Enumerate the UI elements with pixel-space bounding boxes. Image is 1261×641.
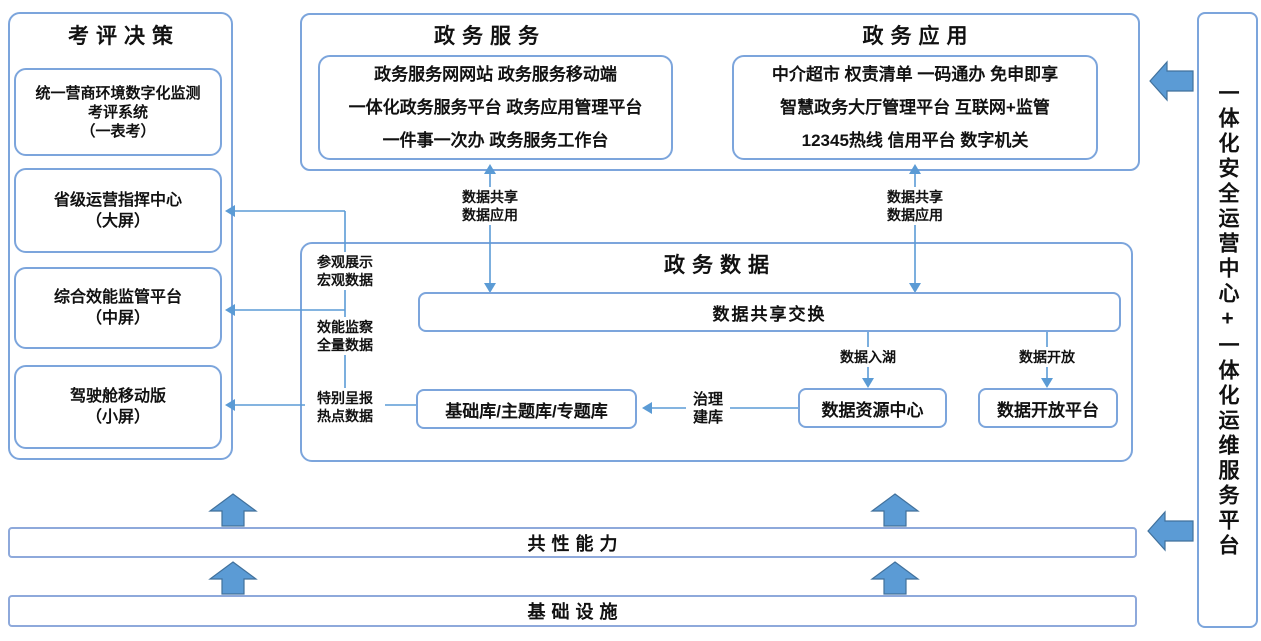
thick-left-arrow-middle bbox=[1147, 510, 1194, 552]
services-line2: 一体化政务服务平台 政务应用管理平台 bbox=[348, 98, 643, 117]
report-data-label: 特别呈报 热点数据 bbox=[305, 388, 385, 426]
services-line3: 一件事一次办 政务服务工作台 bbox=[382, 131, 609, 150]
services-title: 政务服务 bbox=[434, 25, 546, 48]
supervision-platform-box: 综合效能监管平台 （中屏） bbox=[14, 267, 222, 349]
applications-content-box: 中介超市 权责清单 一码通办 免申即享 智慧政务大厅管理平台 互联网+监管 12… bbox=[732, 55, 1098, 160]
government-data-title: 政务数据 bbox=[664, 254, 776, 277]
arrowhead-library bbox=[642, 402, 652, 414]
thick-up-arrow-left-top bbox=[208, 493, 258, 527]
display-data-label: 参观展示 宏观数据 bbox=[305, 252, 385, 290]
monitor-system-line3: （一表考） bbox=[80, 122, 156, 140]
governance-label: 治理 建库 bbox=[686, 390, 730, 428]
data-open-label: 数据开放 bbox=[1007, 347, 1087, 367]
share-label-left: 数据共享 数据应用 bbox=[448, 187, 532, 225]
infrastructure-bar: 基础设施 bbox=[8, 595, 1137, 627]
applications-line1: 中介超市 权责清单 一码通办 免申即享 bbox=[771, 65, 1059, 84]
arrowhead-service-up bbox=[484, 164, 496, 174]
common-capability-bar: 共性能力 bbox=[8, 527, 1137, 558]
applications-title: 政务应用 bbox=[862, 25, 975, 48]
arrowhead-exchange-down-right bbox=[909, 283, 921, 293]
applications-line3: 12345热线 信用平台 数字机关 bbox=[801, 131, 1029, 150]
security-ops-panel: 一体化安全运营中心+一体化运维服务平台 bbox=[1197, 12, 1258, 628]
monitor-system-line2: 考评系统 bbox=[87, 103, 148, 121]
services-content-box: 政务服务网网站 政务服务移动端 一体化政务服务平台 政务应用管理平台 一件事一次… bbox=[318, 55, 673, 160]
mobile-cockpit-line1: 驾驶舱移动版 bbox=[69, 388, 166, 405]
arrowhead-cockpit bbox=[225, 399, 235, 411]
supervision-platform-line2: （中屏） bbox=[85, 310, 150, 327]
arrowhead-application-up bbox=[909, 164, 921, 174]
thick-up-arrow-right-bottom bbox=[870, 561, 920, 595]
mobile-cockpit-box: 驾驶舱移动版 （小屏） bbox=[14, 365, 222, 449]
data-exchange-bar: 数据共享交换 bbox=[418, 292, 1121, 332]
arrowhead-supervision bbox=[225, 304, 235, 316]
supervision-platform-line1: 综合效能监管平台 bbox=[53, 289, 182, 306]
arrowhead-exchange-down-left bbox=[484, 283, 496, 293]
thick-up-arrow-right-top bbox=[870, 493, 920, 527]
arrowhead-command-center bbox=[225, 205, 235, 217]
services-line1: 政务服务网网站 政务服务移动端 bbox=[374, 65, 617, 84]
data-open-platform-box: 数据开放平台 bbox=[978, 388, 1118, 428]
monitor-system-box: 统一营商环境数字化监测 考评系统 （一表考） bbox=[14, 68, 222, 156]
command-center-line1: 省级运营指挥中心 bbox=[53, 191, 182, 209]
applications-line2: 智慧政务大厅管理平台 互联网+监管 bbox=[780, 98, 1050, 117]
data-lake-label: 数据入湖 bbox=[828, 347, 908, 367]
mobile-cockpit-line2: （小屏） bbox=[85, 409, 150, 426]
arrowhead-open-platform bbox=[1041, 378, 1053, 388]
command-center-line2: （大屏） bbox=[85, 212, 150, 230]
command-center-box: 省级运营指挥中心 （大屏） bbox=[14, 168, 222, 253]
thick-up-arrow-left-bottom bbox=[208, 561, 258, 595]
security-ops-panel-text: 一体化安全运营中心+一体化运维服务平台 bbox=[1216, 81, 1239, 559]
arrowhead-resource-center bbox=[862, 378, 874, 388]
library-box: 基础库/主题库/专题库 bbox=[416, 389, 637, 429]
monitor-system-line1: 统一营商环境数字化监测 bbox=[35, 84, 201, 102]
supervision-data-label: 效能监察 全量数据 bbox=[305, 317, 385, 355]
data-resource-center-box: 数据资源中心 bbox=[798, 388, 947, 428]
evaluation-panel-title: 考评决策 bbox=[68, 25, 180, 48]
thick-left-arrow-top bbox=[1149, 60, 1194, 102]
share-label-right: 数据共享 数据应用 bbox=[873, 187, 957, 225]
